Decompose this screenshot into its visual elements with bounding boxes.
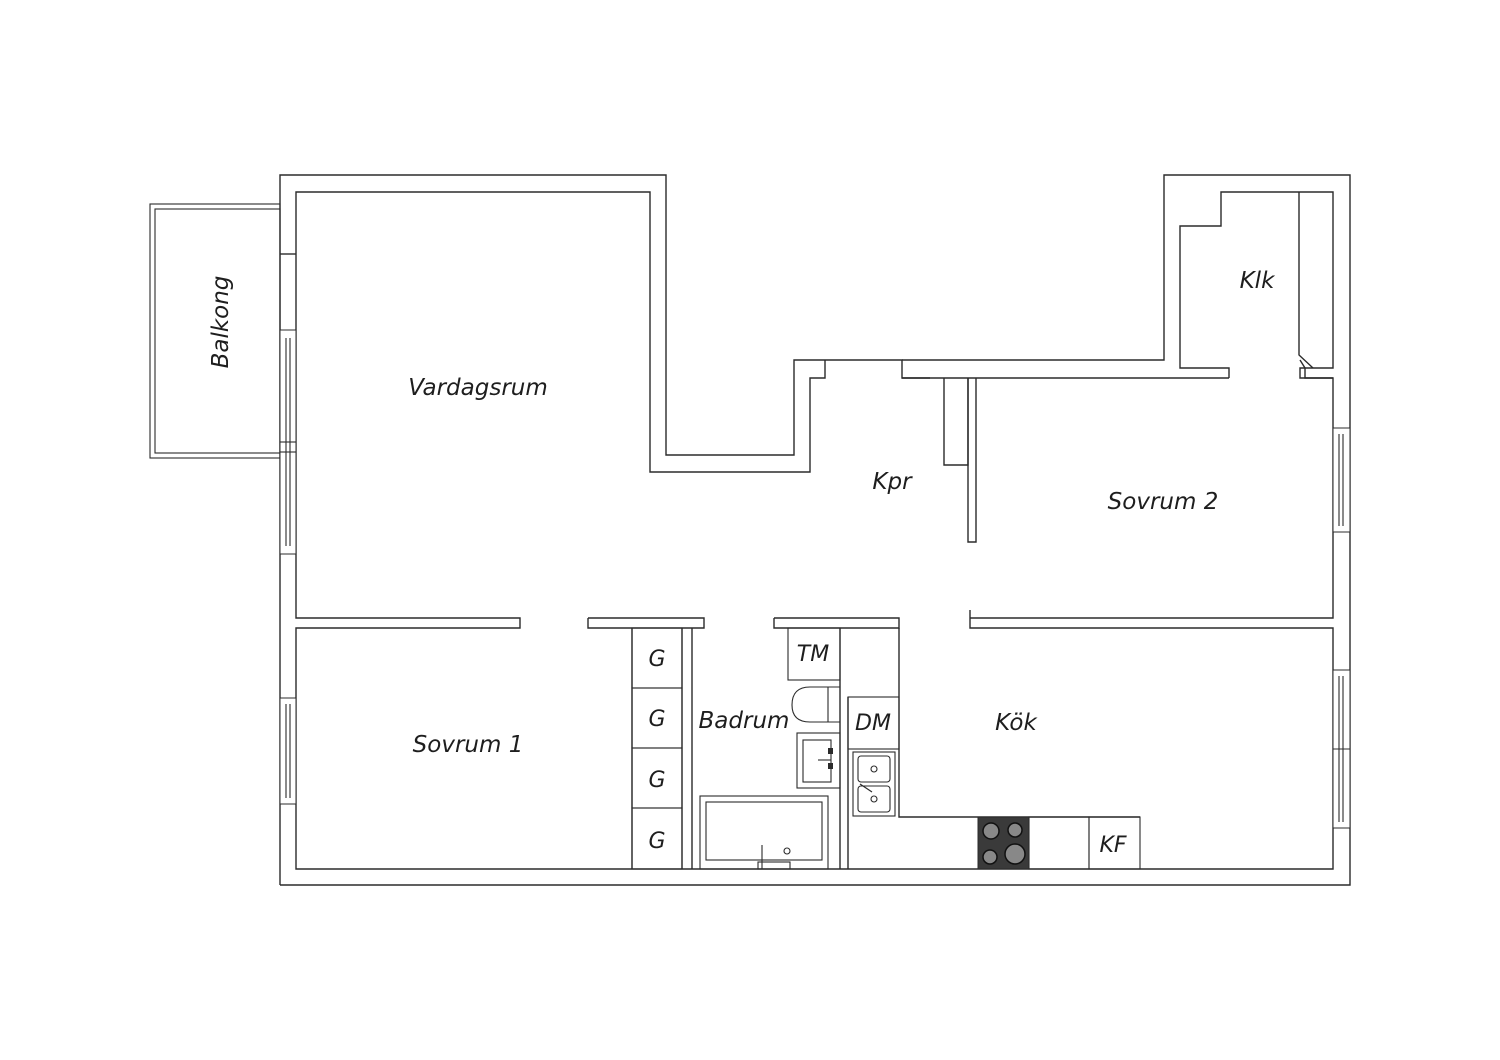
room-label-kitchen: Kök	[995, 710, 1038, 736]
kitchen-fixtures	[847, 696, 1141, 870]
windows	[279, 329, 1351, 829]
bathroom-fixtures	[699, 627, 841, 870]
bathtub-icon	[699, 795, 829, 870]
fridge-freezer	[1088, 816, 1141, 870]
window-bedroom-1	[279, 697, 297, 805]
dishwasher	[847, 696, 900, 750]
toilet-icon	[791, 686, 840, 723]
room-label-walk-in-closet: Klk	[1240, 268, 1276, 294]
fixture-labels: G G G G TM DM KF	[648, 642, 1126, 858]
window-bedroom-2	[1332, 427, 1351, 533]
wardrobe-label-3: G	[648, 768, 665, 793]
wardrobe-label-1: G	[648, 647, 665, 672]
washing-machine-label: TM	[797, 642, 829, 667]
room-label-bedroom-1: Sovrum 1	[413, 732, 524, 758]
washing-machine	[787, 627, 841, 681]
outer-walls	[279, 174, 1351, 886]
window-kitchen	[1332, 669, 1351, 829]
fridge-freezer-label: KF	[1099, 833, 1126, 858]
room-label-bathroom: Badrum	[699, 708, 790, 734]
room-label-bedroom-2: Sovrum 2	[1108, 489, 1219, 515]
room-label-hallway: Kpr	[872, 469, 913, 495]
room-labels: Balkong Vardagsrum Kpr Klk Sovrum 2 Sovr…	[208, 268, 1276, 758]
counter	[1028, 816, 1090, 870]
sink-icon	[796, 732, 841, 789]
interior-walls	[631, 377, 1229, 869]
room-label-balcony: Balkong	[208, 276, 234, 369]
kitchen-sink-icon	[852, 751, 896, 817]
dishwasher-label: DM	[855, 711, 891, 736]
wardrobes	[631, 627, 683, 870]
wardrobe-label-2: G	[648, 707, 665, 732]
stove-icon	[977, 816, 1030, 870]
room-label-living-room: Vardagsrum	[408, 375, 548, 401]
wardrobe-label-4: G	[648, 829, 665, 854]
window-living-room	[279, 329, 297, 555]
